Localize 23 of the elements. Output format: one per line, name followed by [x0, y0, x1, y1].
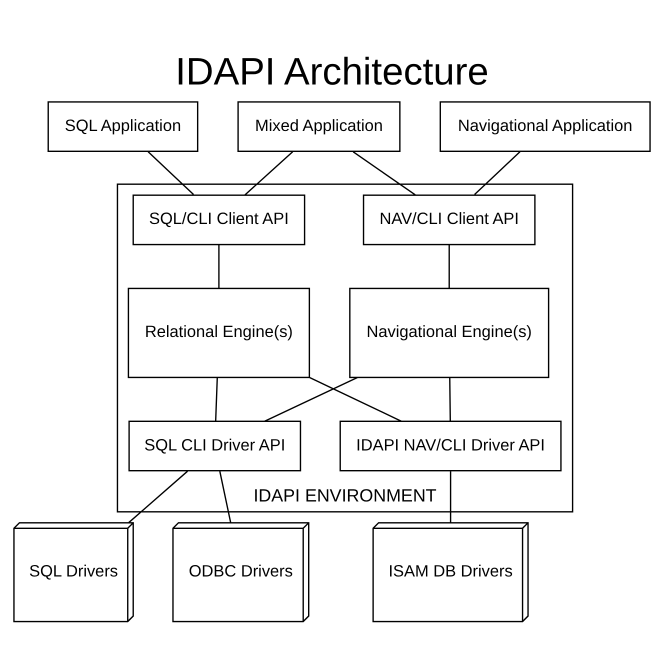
connector — [219, 471, 232, 523]
connector — [448, 244, 450, 288]
connector — [218, 244, 220, 288]
node-box: Navigational Engine(s) — [349, 288, 550, 378]
connector — [214, 378, 218, 422]
connector — [310, 376, 402, 422]
connector — [474, 151, 520, 196]
node-box: SQL CLI Driver API — [128, 420, 302, 472]
node-box: NAV/CLI Client API — [362, 194, 536, 246]
node-box: Relational Engine(s) — [128, 288, 310, 378]
diagram-title: IDAPI Architecture — [175, 50, 489, 94]
connector — [264, 376, 358, 422]
connector — [244, 151, 294, 196]
node-box: SQL/CLI Client API — [132, 194, 306, 246]
connector — [128, 470, 188, 524]
connector — [449, 378, 451, 422]
node-box: SQL Application — [48, 101, 198, 152]
node-box: Navigational Application — [440, 101, 651, 152]
node-box: IDAPI NAV/CLI Driver API — [340, 420, 562, 472]
connector — [148, 151, 194, 196]
connector — [352, 151, 416, 196]
connector — [450, 471, 452, 523]
node-box: Mixed Application — [237, 101, 401, 152]
